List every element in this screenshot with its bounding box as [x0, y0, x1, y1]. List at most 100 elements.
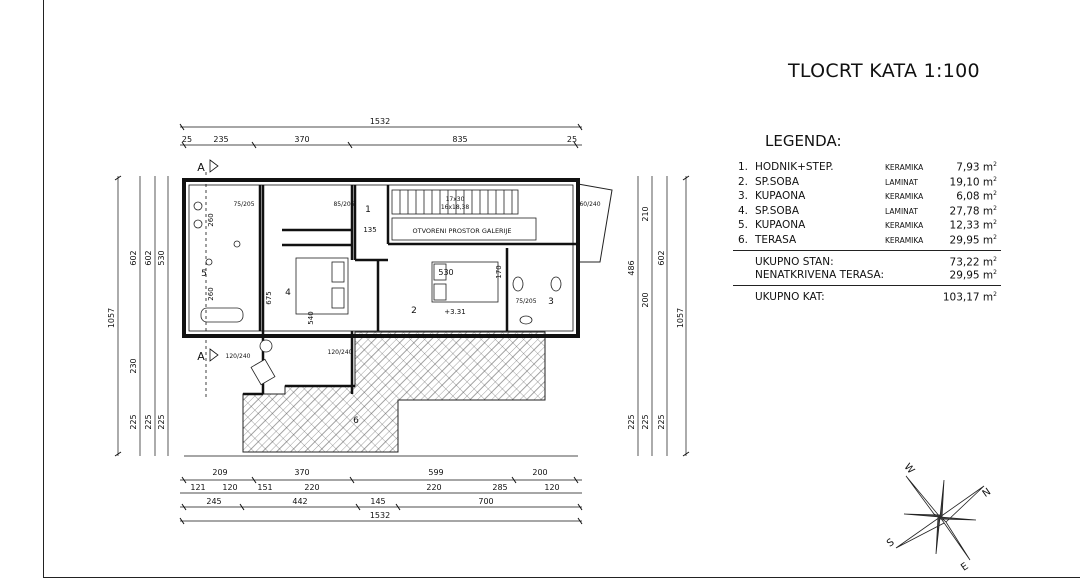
legend-row-1: 1. HODNIK+STEP. KERAMIKA 7,93 m2	[733, 161, 1001, 175]
door-dim-3: 60/240	[579, 201, 600, 208]
staircase	[391, 189, 537, 241]
legend-row-material: KERAMIKA	[885, 221, 924, 230]
legend-row-area: 12,33 m2	[949, 219, 997, 232]
stair-label-1: 17x30	[446, 196, 465, 203]
legend-row-material: LAMINAT	[885, 178, 918, 187]
side-balcony-hatch	[577, 183, 613, 263]
legend-total-area: 29,95 m2	[949, 269, 997, 282]
legend-total-label: UKUPNO STAN:	[755, 256, 834, 268]
legend-row-4: 4. SP.SOBA LAMINAT 27,78 m2	[733, 205, 1001, 219]
door-dim-5: 120/240	[226, 353, 251, 360]
bottom-dim-r1-a: 209	[212, 468, 227, 477]
legend-row-3: 3. KUPAONA KERAMIKA 6,08 m2	[733, 190, 1001, 204]
legend-row-number: 1.	[738, 161, 749, 173]
compass-east: E	[959, 561, 970, 572]
room-label-2: 2	[411, 306, 417, 316]
bathroom-fixtures	[193, 201, 562, 386]
internal-dim-260-b: 260	[207, 287, 215, 300]
legend-row-2: 2. SP.SOBA LAMINAT 19,10 m2	[733, 176, 1001, 190]
bottom-dim-r1-c: 599	[428, 468, 443, 477]
top-dim-3: 835	[452, 135, 467, 144]
legend-total-label: NENATKRIVENA TERASA:	[755, 269, 885, 281]
bottom-dim-r3-a: 245	[206, 497, 221, 506]
compass-south: S	[885, 537, 897, 550]
right-dim-210: 210	[641, 206, 650, 221]
interior-walls	[258, 185, 578, 331]
legend-separator-1	[733, 250, 1001, 251]
internal-dim-135: 135	[363, 226, 376, 234]
bottom-dim-r2-g: 120	[544, 483, 559, 492]
legend-row-area: 19,10 m2	[949, 176, 997, 189]
room-label-6: 6	[353, 416, 359, 426]
legend-row-area: 6,08 m2	[956, 190, 997, 203]
compass-star-icon	[895, 475, 985, 561]
bottom-dim-r2-a: 121	[190, 483, 205, 492]
legend-row-name: SP.SOBA	[755, 205, 800, 217]
door-dim-1: 75/205	[233, 201, 254, 208]
right-dim-225-b: 225	[657, 414, 666, 429]
right-dim-225-c: 225	[641, 414, 650, 429]
top-total-dim: 1532	[370, 117, 390, 126]
section-marker-bottom: A	[197, 350, 205, 363]
legend-separator-2	[733, 285, 1001, 286]
left-dim-225-c: 225	[157, 414, 166, 429]
legend-title: LEGENDA:	[765, 132, 842, 150]
stair-label-2: 16x18,38	[441, 204, 470, 211]
compass-north: N	[981, 487, 993, 500]
internal-dim-540: 540	[307, 311, 315, 324]
bottom-dim-r2-d: 220	[304, 483, 319, 492]
legend-row-material: LAMINAT	[885, 207, 918, 216]
legend-row-number: 4.	[738, 205, 749, 217]
legend-row-name: TERASA	[755, 234, 797, 246]
left-dim-602-a: 602	[129, 250, 138, 265]
bottom-total-dim: 1532	[370, 511, 390, 520]
internal-dim-675: 675	[265, 291, 273, 304]
right-dim-200: 200	[641, 292, 650, 307]
compass-west: W	[901, 462, 916, 476]
legend-row-material: KERAMIKA	[885, 236, 924, 245]
dimension-lines	[117, 126, 687, 522]
internal-dim-260-a: 260	[207, 213, 215, 226]
room-label-1: 1	[365, 205, 371, 215]
bottom-dim-r2-c: 151	[257, 483, 272, 492]
internal-dim-530: 530	[438, 268, 453, 277]
legend-row-5: 5. KUPAONA KERAMIKA 12,33 m2	[733, 219, 1001, 233]
compass-rose: N S E W	[885, 462, 993, 572]
legend-row-area: 29,95 m2	[949, 234, 997, 247]
sheet-title: TLOCRT KATA 1:100	[788, 60, 980, 82]
exterior-walls	[182, 178, 580, 338]
dimension-ticks	[114, 123, 690, 525]
section-marks	[205, 159, 219, 400]
legend-row-material: KERAMIKA	[885, 163, 924, 172]
right-total-dim: 1057	[676, 308, 685, 328]
bottom-dim-r1-b: 370	[294, 468, 309, 477]
legend-row-6: 6. TERASA KERAMIKA 29,95 m2	[733, 234, 1001, 248]
legend-grand-total-area: 103,17 m2	[942, 291, 997, 304]
room-label-4: 4	[285, 288, 291, 298]
gallery-label: OTVORENI PROSTOR GALERIJE	[412, 227, 511, 235]
section-marker-top: A	[197, 161, 205, 174]
left-dim-530: 530	[157, 250, 166, 265]
bed-room-4	[295, 257, 349, 315]
bottom-dim-r2-f: 285	[492, 483, 507, 492]
legend-row-name: KUPAONA	[755, 219, 806, 231]
frame-left-line	[43, 0, 44, 578]
right-dim-602: 602	[657, 250, 666, 265]
left-total-dim: 1057	[107, 308, 116, 328]
room-label-3: 3	[548, 297, 554, 307]
door-dim-6: 120/240	[328, 349, 353, 356]
left-dim-225-b: 225	[144, 414, 153, 429]
right-dim-225-a: 225	[627, 414, 636, 429]
legend-row-name: KUPAONA	[755, 190, 806, 202]
top-dim-edge-r: 25	[567, 135, 577, 144]
legend-row-material: KERAMIKA	[885, 192, 924, 201]
legend-grand-total-label: UKUPNO KAT:	[755, 291, 825, 303]
bottom-dim-r3-c: 145	[370, 497, 385, 506]
door-dim-4: 75/205	[515, 298, 536, 305]
bottom-dim-r1-d: 200	[532, 468, 547, 477]
internal-dim-170: 170	[495, 265, 503, 278]
right-dim-486: 486	[627, 260, 636, 275]
door-dim-2: 85/205	[333, 201, 354, 208]
bottom-dim-r2-e: 220	[426, 483, 441, 492]
